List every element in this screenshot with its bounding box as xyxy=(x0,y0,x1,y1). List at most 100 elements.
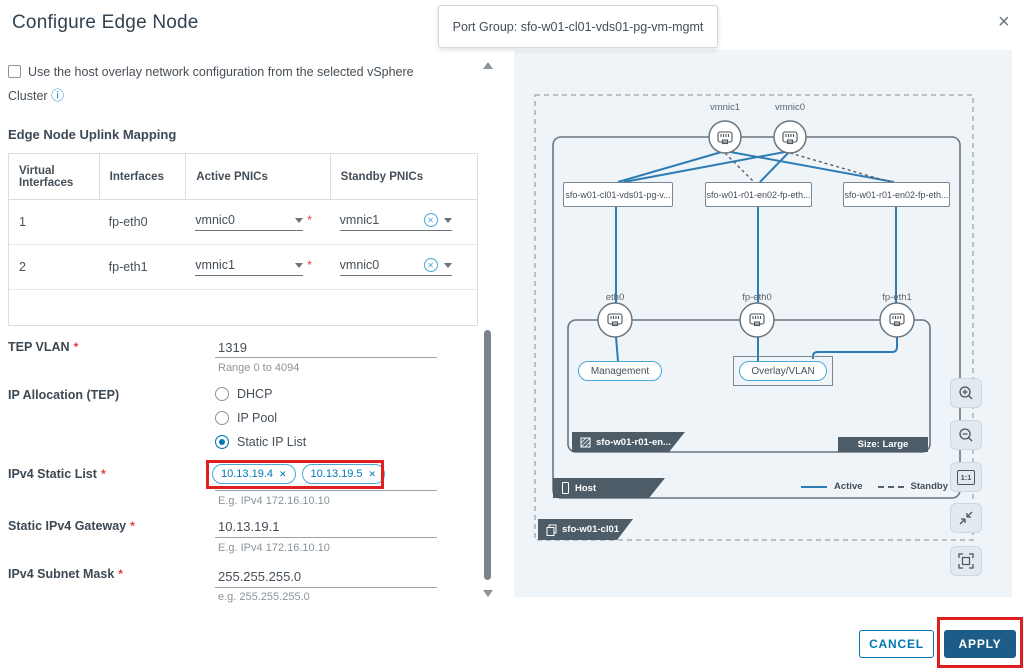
tep-vlan-label: TEP VLAN* xyxy=(8,340,79,354)
required-mark: * xyxy=(307,258,312,272)
port-group-box: sfo-w01-cl01-vds01-pg-v... xyxy=(563,182,673,207)
ip-allocation-label: IP Allocation (TEP) xyxy=(8,388,120,402)
overlay-config-label: Use the host overlay network configurati… xyxy=(8,65,414,103)
scroll-up-icon[interactable] xyxy=(483,62,493,69)
uplink-mapping-heading: Edge Node Uplink Mapping xyxy=(8,127,177,142)
gateway-helper: E.g. IPv4 172.16.10.10 xyxy=(218,542,330,554)
chevron-down-icon xyxy=(443,217,452,223)
port-group-box: sfo-w01-r01-en02-fp-eth... xyxy=(705,182,812,207)
col-standby-pnics: Standby PNICs xyxy=(329,154,477,199)
radio-icon[interactable] xyxy=(215,411,229,425)
vmnic0-label: vmnic0 xyxy=(774,102,806,113)
one-to-one-icon: 1:1 xyxy=(957,469,975,485)
nic-port-icon xyxy=(607,313,623,327)
info-icon[interactable]: ⓘ xyxy=(51,88,65,103)
table-header-row: Virtual Interfaces Interfaces Active PNI… xyxy=(9,154,477,200)
diagram-legend: Active Standby xyxy=(801,481,948,492)
radio-ip-pool[interactable]: IP Pool xyxy=(215,411,277,425)
active-pnic-dropdown[interactable]: vmnic1 xyxy=(195,258,304,276)
chip-remove-icon[interactable]: ✕ xyxy=(279,468,287,479)
tep-vlan-underline xyxy=(215,357,437,358)
tep-vlan-helper: Range 0 to 4094 xyxy=(218,362,300,374)
chevron-down-icon xyxy=(295,217,304,223)
zoom-in-button[interactable] xyxy=(950,378,982,408)
edge-node-tab: sfo-w01-r01-en... xyxy=(572,432,685,452)
apply-button[interactable]: APPLY xyxy=(944,630,1016,658)
gateway-underline xyxy=(215,537,437,538)
nic-port-icon xyxy=(717,131,733,145)
legend-standby-label: Standby xyxy=(910,481,948,492)
fp-eth0-label: fp-eth0 xyxy=(742,292,772,303)
ipv4-static-list-underline xyxy=(215,490,437,491)
collapse-arrows-icon xyxy=(959,511,973,525)
downlinks xyxy=(615,207,898,362)
scrollbar-thumb[interactable] xyxy=(484,330,491,580)
virtual-interface-cell: 2 xyxy=(19,260,26,274)
management-pill: Management xyxy=(578,361,662,381)
cluster-boundary xyxy=(534,94,974,541)
active-pnic-dropdown[interactable]: vmnic0 xyxy=(195,213,304,231)
fullscreen-icon xyxy=(958,553,974,569)
standby-pnic-dropdown[interactable]: vmnic0 ✕ xyxy=(339,258,452,276)
form-scrollbar[interactable] xyxy=(481,60,493,597)
col-interfaces: Interfaces xyxy=(98,154,186,199)
ipv4-static-list-input[interactable]: 10.13.19.4 ✕ 10.13.19.5 ✕ xyxy=(212,464,386,484)
active-pnic-cell: vmnic0 * xyxy=(185,213,329,231)
nic-port-icon xyxy=(782,131,798,145)
virtual-interface-cell: 1 xyxy=(19,215,26,229)
standby-line-icon xyxy=(877,485,904,488)
gateway-input[interactable]: 10.13.19.1 xyxy=(218,519,280,534)
overlay-vlan-pill: Overlay/VLAN xyxy=(739,361,827,381)
fit-to-screen-button[interactable] xyxy=(950,503,982,533)
eth0-label: eth0 xyxy=(605,292,625,303)
interface-cell: fp-eth1 xyxy=(108,260,148,274)
edge-node-icon xyxy=(580,437,591,448)
required-mark: * xyxy=(307,213,312,227)
overlay-vlan-box: Overlay/VLAN xyxy=(733,356,833,386)
fp-eth0-port xyxy=(739,302,775,338)
host-box xyxy=(552,136,961,499)
nic-port-icon xyxy=(749,313,765,327)
cancel-button[interactable]: CANCEL xyxy=(859,630,934,658)
close-icon[interactable]: × xyxy=(998,11,1010,33)
clear-selection-icon[interactable]: ✕ xyxy=(423,213,438,227)
radio-icon[interactable] xyxy=(215,387,229,401)
port-group-tooltip: Port Group: sfo-w01-cl01-vds01-pg-vm-mgm… xyxy=(438,5,718,48)
fp-eth1-label: fp-eth1 xyxy=(882,292,912,303)
chip-remove-icon[interactable]: ✕ xyxy=(368,468,377,479)
standby-pnic-cell: vmnic0 ✕ xyxy=(330,258,477,276)
zoom-out-icon xyxy=(959,428,973,442)
subnet-mask-label: IPv4 Subnet Mask* xyxy=(8,567,123,581)
scroll-down-icon[interactable] xyxy=(483,590,493,597)
table-row: 2 fp-eth1 vmnic1 * vmnic0 ✕ xyxy=(9,245,477,290)
legend-active-label: Active xyxy=(834,481,863,492)
host-icon xyxy=(561,482,570,494)
chevron-down-icon xyxy=(443,262,452,268)
overlay-config-checkbox[interactable] xyxy=(8,65,21,78)
radio-icon-selected[interactable] xyxy=(215,435,229,449)
gateway-label: Static IPv4 Gateway* xyxy=(8,519,135,533)
port-group-box: sfo-w01-r01-en02-fp-eth... xyxy=(843,182,950,207)
radio-dhcp[interactable]: DHCP xyxy=(215,387,272,401)
eth0-port xyxy=(597,302,633,338)
uplink-mapping-table: Virtual Interfaces Interfaces Active PNI… xyxy=(8,153,478,326)
standby-pnic-dropdown[interactable]: vmnic1 ✕ xyxy=(339,213,452,231)
subnet-mask-input[interactable]: 255.255.255.0 xyxy=(218,569,302,584)
overlay-config-checkbox-row: Use the host overlay network configurati… xyxy=(8,61,456,108)
fullscreen-button[interactable] xyxy=(950,546,982,576)
standby-links xyxy=(724,152,891,183)
vmnic1-port xyxy=(708,120,742,154)
cluster-tab: sfo-w01-cl01 xyxy=(538,519,633,540)
subnet-mask-underline xyxy=(215,587,437,588)
vmnic1-label: vmnic1 xyxy=(709,102,741,113)
zoom-out-button[interactable] xyxy=(950,420,982,450)
interface-cell: fp-eth0 xyxy=(108,215,148,229)
topology-diagram xyxy=(534,94,974,541)
clear-selection-icon[interactable]: ✕ xyxy=(423,258,438,272)
table-empty-row xyxy=(9,290,477,325)
ip-chip: 10.13.19.5 ✕ xyxy=(301,464,386,484)
host-tab: Host xyxy=(553,478,665,498)
tep-vlan-input[interactable]: 1319 xyxy=(218,340,247,355)
radio-static-ip-list[interactable]: Static IP List xyxy=(215,435,306,449)
actual-size-button[interactable]: 1:1 xyxy=(950,462,982,492)
